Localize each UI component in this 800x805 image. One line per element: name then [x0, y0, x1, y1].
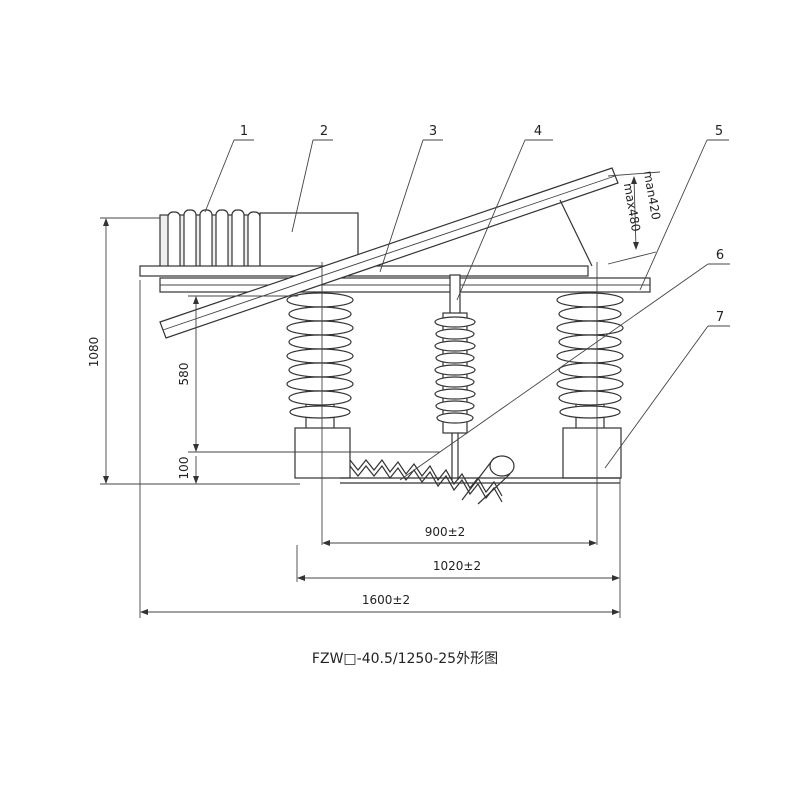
dim-580-line [188, 295, 300, 453]
dim-900-line [322, 540, 597, 546]
base-beam [340, 477, 620, 484]
leader-lines [204, 139, 730, 481]
dim-1020-label: 1020±2 [433, 559, 481, 573]
part-1-bellows [159, 209, 261, 275]
mounting-frame [139, 265, 651, 293]
part-3-blade [159, 167, 619, 339]
blade-link-arm [559, 199, 593, 267]
part-number-7: 7 [716, 310, 724, 325]
dim-1080-line [100, 217, 300, 485]
dim-open-max-label: max480 [621, 182, 643, 233]
centerlines [139, 262, 621, 618]
dim-1020-line [297, 575, 620, 581]
dim-1600-line [140, 609, 620, 615]
dim-100-line [193, 451, 440, 484]
left-insulator [286, 292, 354, 479]
dim-900-label: 900±2 [425, 525, 466, 539]
dim-100-label: 100 [177, 457, 191, 480]
part-6-spring [349, 458, 503, 503]
part-number-6: 6 [716, 248, 724, 263]
part-number-4: 4 [534, 124, 542, 139]
right-insulator [556, 292, 624, 431]
part-number-3: 3 [429, 124, 437, 139]
dim-1080-label: 1080 [87, 337, 101, 368]
part-number-1: 1 [240, 124, 248, 139]
part-7-base-post [562, 427, 622, 479]
dim-opening-line [607, 171, 661, 265]
dim-1600-label: 1600±2 [362, 593, 410, 607]
part-4-center-insulator [434, 274, 476, 480]
drawing-caption: FZW□-40.5/1250-25外形图 [312, 651, 498, 667]
dim-580-label: 580 [177, 363, 191, 386]
crank-lever [461, 455, 515, 505]
dim-open-min-label: man420 [641, 170, 663, 221]
part-number-2: 2 [320, 124, 328, 139]
part-number-5: 5 [715, 124, 723, 139]
